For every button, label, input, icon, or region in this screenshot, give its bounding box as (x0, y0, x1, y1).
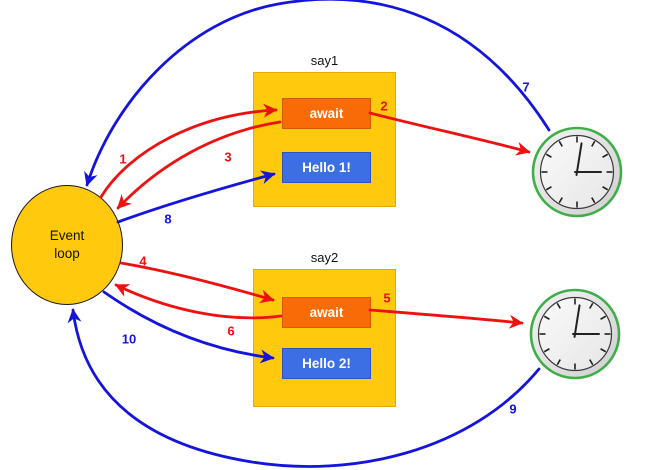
arrow-2-start-timer1 (368, 111, 531, 156)
clock-icon (531, 126, 623, 218)
arrow-6-return-say2 (114, 283, 283, 320)
event-loop-node: Event loop (11, 185, 123, 305)
step-label-6: 6 (227, 323, 235, 339)
arrow-4-call-say2 (119, 261, 275, 304)
await-box-say2: await (282, 297, 371, 328)
output-box-say1: Hello 1! (282, 152, 371, 183)
step-label-3: 3 (224, 149, 232, 165)
await-box-say1: await (282, 98, 371, 129)
step-label-9: 9 (509, 401, 517, 417)
function-box-say1: await Hello 1! (253, 72, 396, 207)
step-label-1: 1 (119, 151, 127, 167)
step-label-2: 2 (380, 98, 388, 114)
function-title-say2: say2 (310, 250, 339, 265)
arrow-5-start-timer2 (368, 308, 524, 329)
arrow-7-timer1-done (84, 0, 551, 187)
arrow-8-resume-say1 (116, 170, 276, 224)
function-title-say1: say1 (310, 53, 339, 68)
arrow-3-return-say1 (116, 120, 282, 210)
arrow-1-call-say1 (99, 103, 278, 199)
step-label-8: 8 (164, 211, 172, 227)
clock-ticks (539, 298, 611, 370)
step-label-7: 7 (522, 79, 530, 95)
clock-minute-hand (575, 142, 583, 176)
clock-icon (529, 288, 621, 380)
function-box-say2: await Hello 2! (253, 269, 396, 407)
output-box-say2: Hello 2! (282, 348, 371, 379)
step-label-5: 5 (383, 290, 391, 306)
step-label-4: 4 (139, 253, 147, 269)
clock-minute-hand (573, 304, 581, 338)
arrow-10-resume-say2 (102, 290, 275, 364)
arrow-9-timer2-done (67, 308, 541, 468)
step-label-10: 10 (121, 331, 137, 347)
clock-ticks (541, 136, 613, 208)
